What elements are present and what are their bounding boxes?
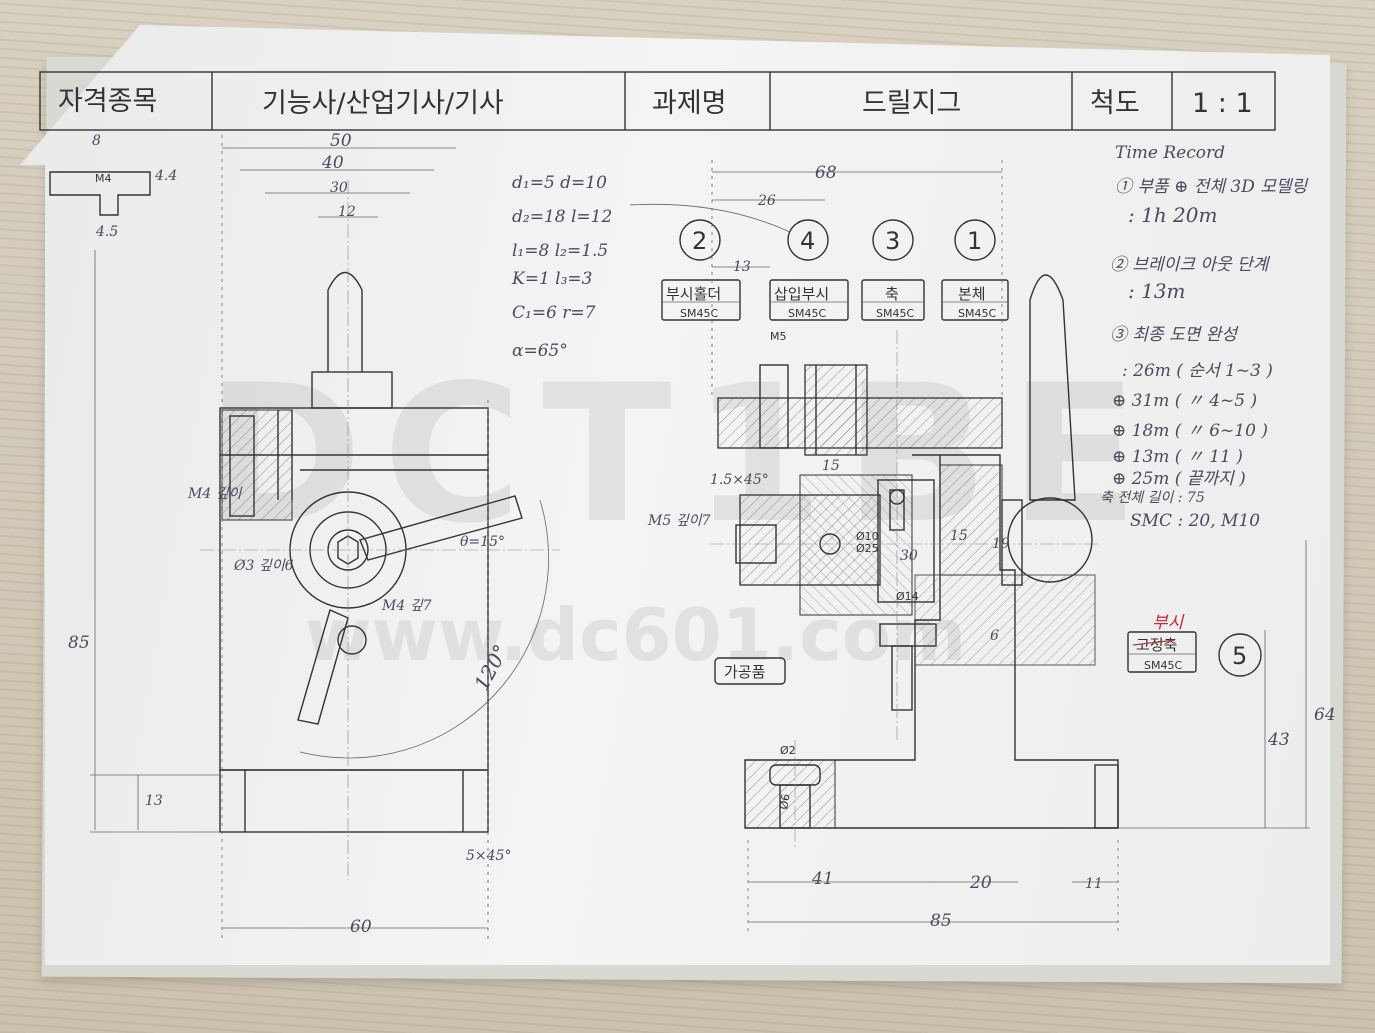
title-block: 자격종목 기능사/산업기사/기사 과제명 드릴지그 척도 1 : 1 — [39, 71, 1276, 131]
dim-13-right: 13 — [733, 259, 751, 275]
part-1-material: SM45C — [958, 307, 996, 320]
note-m4-depth7: M4 깊7 — [381, 598, 432, 614]
time-entry-1-detail: : 1h 20m — [1128, 203, 1217, 227]
front-view: 8 4.4 4.5 M4 50 40 30 12 85 13 60 5×45° … — [49, 131, 560, 940]
dim-20: 20 — [969, 873, 992, 893]
dim-phi14: Ø14 — [896, 590, 919, 603]
dim-12: 12 — [338, 204, 356, 220]
section-view: 68 26 13 M5 M5 깊이7 1.5×45° 15 30 15 6 19… — [647, 160, 1336, 935]
dim-chamfer: 5×45° — [466, 848, 511, 864]
part-1-callout: 1 본체 SM45C — [941, 219, 1009, 321]
time-entry-2-detail: : 13m — [1128, 279, 1186, 303]
svg-text:2: 2 — [692, 227, 707, 255]
dim-41: 41 — [811, 869, 834, 889]
part-3-name: 축 — [885, 285, 899, 303]
note-m5-depth: M5 깊이7 — [647, 513, 710, 529]
formula-3: l₁=8 l₂=1.5 — [512, 241, 608, 261]
dim-phi6: Ø6 — [777, 793, 793, 811]
dim-chamfer-small: 1.5×45° — [710, 472, 769, 488]
part-callouts: 2 부시홀더 SM45C 4 삽입부시 SM45C 3 축 SM45C 1 — [661, 219, 1262, 685]
dim-phi25: Ø25 — [856, 542, 879, 555]
dim-6: 6 — [990, 628, 999, 644]
scale-value: 1 : 1 — [1192, 88, 1253, 119]
time-record-notes: Time Record ① 부품 ⊕ 전체 3D 모델링 : 1h 20m ② … — [1100, 143, 1309, 531]
dim-30: 30 — [330, 180, 348, 196]
dim-11: 11 — [1085, 876, 1103, 892]
time-footer-2: SMC : 20, M10 — [1130, 511, 1260, 531]
part-5-material: SM45C — [1144, 659, 1182, 672]
svg-text:4: 4 — [800, 227, 815, 255]
category-label: 자격종목 — [58, 86, 157, 117]
workpiece-callout: 가공품 — [714, 657, 786, 685]
time-sub-3: ⊕ 18m ( 〃 6~10 ) — [1112, 421, 1268, 441]
dim-t-44: 4.4 — [154, 168, 177, 184]
time-sub-2: ⊕ 31m ( 〃 4~5 ) — [1112, 391, 1257, 411]
part-5-correction: 부시 — [1152, 613, 1185, 633]
dim-85-bottom: 85 — [930, 911, 952, 931]
note-m4-depth: M4 깊이 — [187, 486, 243, 502]
note-m5: M5 — [770, 330, 787, 343]
time-sub-1: : 26m ( 순서 1~3 ) — [1122, 361, 1273, 381]
category-value: 기능사/산업기사/기사 — [262, 88, 504, 119]
part-3-material: SM45C — [876, 307, 914, 320]
dim-40: 40 — [321, 153, 344, 173]
dim-30-inner: 30 — [900, 548, 918, 564]
formula-6: α=65° — [512, 341, 568, 361]
dim-26: 26 — [757, 193, 776, 209]
dim-64: 64 — [1314, 705, 1336, 725]
time-sub-5: ⊕ 25m ( 끝까지 ) — [1112, 469, 1246, 489]
time-entry-1: ① 부품 ⊕ 전체 3D 모델링 — [1115, 177, 1309, 197]
dim-50: 50 — [330, 131, 352, 151]
formula-notes: d₁=5 d=10 d₂=18 l=12 l₁=8 l₂=1.5 K=1 l₃=… — [511, 173, 791, 361]
part-3-callout: 3 축 SM45C — [861, 219, 925, 321]
dim-angle-15: θ=15° — [460, 534, 505, 550]
dim-43: 43 — [1267, 730, 1290, 750]
dim-85-left: 85 — [68, 633, 90, 653]
formula-4: K=1 l₃=3 — [511, 269, 592, 289]
workpiece-label: 가공품 — [724, 663, 765, 681]
time-footer-1: 축 전체 길이 : 75 — [1100, 490, 1205, 506]
svg-text:5: 5 — [1232, 642, 1247, 670]
svg-text:3: 3 — [885, 227, 900, 255]
time-record-heading: Time Record — [1115, 143, 1225, 163]
formula-2: d₂=18 l=12 — [512, 207, 612, 227]
part-5-callout: 부시 고정축 SM45C 5 — [1127, 613, 1262, 677]
part-2-callout: 2 부시홀더 SM45C — [661, 219, 741, 321]
formula-5: C₁=6 r=7 — [512, 303, 596, 323]
project-value: 드릴지그 — [862, 88, 961, 119]
dim-phi10: Ø10 — [856, 530, 879, 543]
dim-phi2: Ø2 — [780, 744, 796, 757]
time-sub-4: ⊕ 13m ( 〃 11 ) — [1112, 447, 1243, 467]
dim-19: 19 — [992, 536, 1010, 552]
svg-text:1: 1 — [967, 227, 982, 255]
scale-label: 척도 — [1090, 88, 1140, 119]
dim-t-45: 4.5 — [95, 224, 118, 240]
dim-68: 68 — [815, 163, 837, 183]
dim-60: 60 — [350, 917, 372, 937]
dim-15-inner: 15 — [822, 458, 840, 474]
part-2-material: SM45C — [680, 307, 718, 320]
part-4-callout: 4 삽입부시 SM45C — [769, 219, 849, 321]
time-entry-2: ② 브레이크 아웃 단계 — [1110, 255, 1271, 275]
project-label: 과제명 — [652, 88, 727, 119]
part-5-name: 고정축 — [1136, 636, 1177, 654]
part-2-name: 부시홀더 — [666, 285, 721, 303]
dim-t-8: 8 — [92, 133, 101, 149]
dim-13-left: 13 — [145, 793, 163, 809]
time-entry-3: ③ 최종 도면 완성 — [1110, 325, 1239, 345]
note-phi3-depth: Ø3 깊이6 — [233, 558, 294, 574]
dim-t-m4: M4 — [95, 172, 112, 185]
dim-15-shaft: 15 — [950, 528, 968, 544]
part-4-name: 삽입부시 — [774, 285, 829, 303]
formula-1: d₁=5 d=10 — [512, 173, 607, 193]
part-4-material: SM45C — [788, 307, 826, 320]
part-1-name: 본체 — [958, 285, 986, 303]
